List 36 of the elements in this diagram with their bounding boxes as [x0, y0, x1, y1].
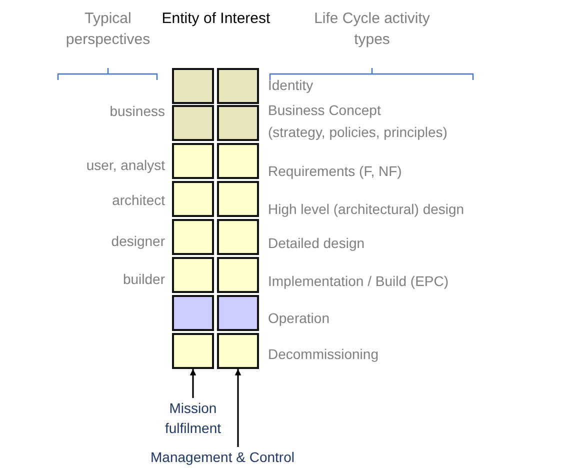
row-label: business [110, 102, 165, 120]
row-label: architect [112, 191, 165, 209]
row-label: Requirements (F, NF) [268, 162, 402, 180]
row-label: (strategy, policies, principles) [268, 123, 448, 141]
arrow-caption: Management & Control [150, 448, 296, 467]
grid-cell-box [217, 105, 259, 141]
row-label: designer [111, 232, 165, 250]
row-label: Identity [268, 76, 314, 94]
row-label: Decommissioning [268, 345, 378, 363]
grid-cell-box [217, 143, 259, 179]
row-label: user, analyst [86, 156, 165, 174]
arrow [190, 369, 196, 398]
row-label: Operation [268, 309, 330, 327]
column-heading: Life Cycle activity types [313, 9, 431, 50]
grid-cell-box [172, 181, 214, 217]
row-label: builder [122, 270, 165, 288]
grid-cell-box [172, 219, 214, 255]
grid-cell-box [172, 333, 214, 369]
grid-cell-box [217, 68, 259, 104]
column-heading: Entity of Interest [160, 9, 272, 29]
grid-cell-box [217, 295, 259, 331]
grid-cell-box [172, 143, 214, 179]
grid-cell-box [172, 105, 214, 141]
arrow [234, 369, 242, 447]
row-label: Detailed design [268, 234, 365, 252]
grid-cell-box [217, 257, 259, 293]
grid-cell-box [172, 295, 214, 331]
arrow-caption: Mission fulfilment [164, 399, 222, 438]
grid-cell-box [172, 68, 214, 104]
grid-cell-box [217, 219, 259, 255]
grid-cell-box [217, 181, 259, 217]
grid-cell-box [172, 257, 214, 293]
row-label: High level (architectural) design [268, 200, 464, 218]
grid-cell-box [217, 333, 259, 369]
row-label: Business Concept [268, 101, 381, 119]
row-label: Implementation / Build (EPC) [268, 272, 449, 290]
